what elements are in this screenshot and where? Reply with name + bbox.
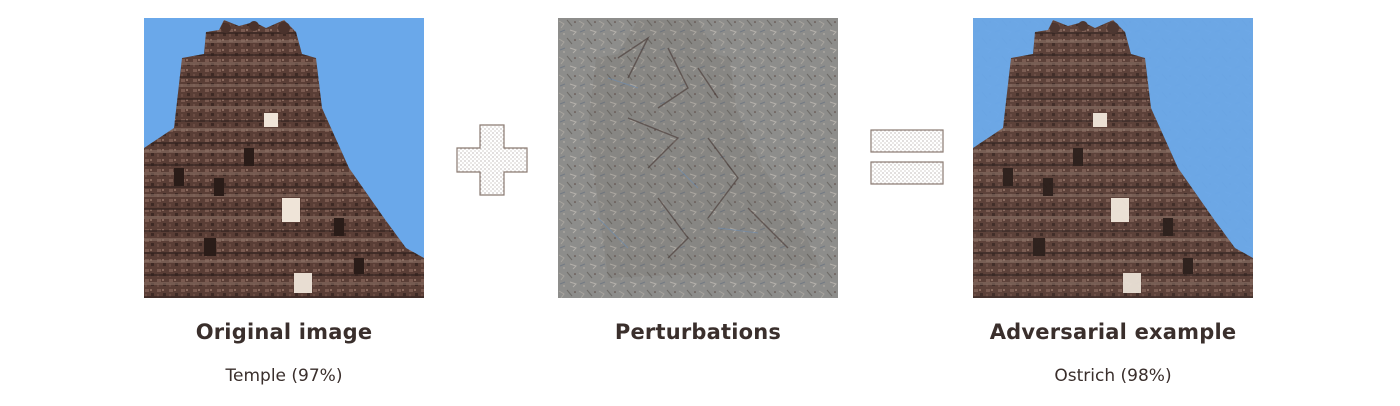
- plus-icon: [456, 124, 528, 196]
- caption-adversarial: Adversarial example: [989, 320, 1237, 344]
- original-image: [144, 18, 424, 298]
- temple-image: [144, 18, 424, 298]
- equals-icon: [870, 128, 944, 188]
- noise-image: [558, 18, 838, 298]
- adversarial-image: [973, 18, 1253, 298]
- prediction-adversarial: Ostrich (98%): [1054, 366, 1172, 386]
- perturbation-image: [558, 18, 838, 298]
- caption-original: Original image: [195, 320, 373, 344]
- prediction-original: Temple (97%): [225, 366, 343, 386]
- temple-image: [973, 18, 1253, 298]
- caption-perturbations: Perturbations: [614, 320, 782, 344]
